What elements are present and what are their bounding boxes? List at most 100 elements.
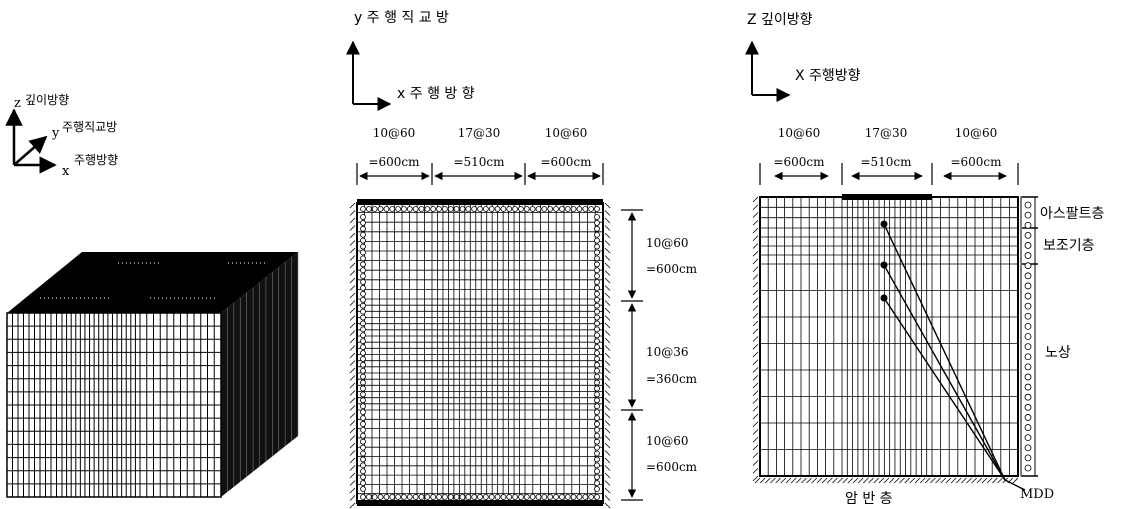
section-roller — [1024, 333, 1032, 340]
plan-roller — [594, 403, 600, 410]
plan-roller — [360, 385, 366, 392]
section-hatch-bottom — [888, 477, 895, 484]
plan-roller — [594, 273, 600, 280]
plan-roller — [594, 432, 600, 439]
plan-roller — [594, 421, 600, 427]
section-hatch — [752, 219, 759, 226]
section-roller — [1024, 464, 1032, 472]
plan-roller — [535, 206, 542, 212]
plan-hatch — [604, 225, 611, 231]
plan-hatch — [349, 322, 356, 329]
plan-roller — [559, 494, 565, 500]
plan-hatch — [604, 382, 611, 389]
plan-roller — [564, 206, 571, 212]
plan-roller — [594, 356, 600, 362]
plan-roller — [500, 206, 507, 212]
plan-hatch — [349, 330, 356, 336]
plan-roller — [360, 308, 366, 315]
plan-hatch — [349, 390, 356, 396]
plan-roller — [494, 206, 501, 212]
section-hatch — [752, 475, 759, 482]
plan-rdim-3-length: =600cm — [646, 460, 698, 474]
plan-hatch — [349, 262, 356, 269]
plan-roller — [547, 494, 554, 500]
plan-roller — [360, 379, 366, 386]
plan-hatch — [349, 457, 356, 464]
plan-hatch — [604, 322, 611, 329]
plan-roller — [594, 332, 600, 339]
section-x-label: X 주행방향 — [795, 68, 861, 84]
plan-hatch — [349, 420, 356, 426]
section-roller — [1024, 343, 1032, 351]
section-dim-2-spec: 17@30 — [865, 126, 908, 140]
plan-dim-1-spec: 10@60 — [373, 126, 416, 140]
plan-roller — [547, 206, 554, 212]
section-roller-column — [1020, 196, 1036, 477]
plan-hatch — [604, 405, 611, 411]
section-hatch — [752, 266, 759, 273]
mesh-top-face — [7, 252, 298, 313]
plan-roller — [418, 206, 425, 212]
plan-roller — [500, 494, 507, 500]
plan-hatch — [604, 427, 611, 434]
section-roller — [1024, 221, 1032, 229]
plan-roller — [436, 206, 442, 212]
plan-roller — [506, 206, 513, 212]
plan-hatch — [604, 360, 611, 366]
plan-roller — [494, 494, 501, 500]
plan-right-dimensions: 10@60 =600cm 10@36 =360cm 10@60 =600cm — [646, 236, 698, 474]
plan-hatch — [604, 367, 611, 374]
section-hatch-bottom — [811, 477, 818, 484]
plan-roller — [360, 243, 366, 250]
plan-roller — [594, 255, 600, 262]
plan-roller — [465, 494, 472, 500]
plan-roller — [594, 296, 600, 303]
mdd-anchor — [880, 294, 888, 302]
plan-roller — [360, 480, 366, 486]
plan-roller — [594, 338, 600, 345]
plan-hatch — [349, 442, 356, 449]
section-hatch-bottom — [775, 477, 781, 484]
plan-hatch — [349, 202, 356, 209]
plan-hatch — [349, 450, 356, 456]
plan-hatch — [604, 292, 611, 299]
plan-hatch — [604, 285, 611, 291]
plan-roller — [594, 350, 600, 356]
section-hatch-bottom — [770, 477, 776, 484]
plan-hatch — [604, 375, 611, 381]
plan-roller — [594, 243, 600, 250]
plan-roller — [588, 206, 595, 212]
section-roller — [1024, 414, 1032, 421]
plan-roller — [360, 409, 366, 416]
plan-roller — [401, 206, 407, 212]
plan-hatch — [349, 360, 356, 366]
section-hatch-bottom — [899, 477, 905, 484]
plan-hatch — [604, 240, 611, 246]
section-hatch — [752, 235, 759, 242]
plan-hatch — [604, 217, 611, 224]
section-hatch — [752, 289, 759, 296]
section-hatch — [752, 297, 759, 304]
plan-roller — [389, 494, 396, 500]
section-hatch — [752, 367, 759, 373]
section-hatch — [752, 243, 759, 249]
plan-roller — [541, 494, 548, 500]
section-roller — [1024, 302, 1032, 310]
plan-hatch — [604, 420, 611, 426]
plan-roller — [594, 302, 600, 309]
layer-subgrade-label: 노상 — [1045, 345, 1071, 361]
plan-hatch — [349, 285, 356, 291]
plan-roller — [594, 450, 600, 457]
section-hatch-bottom — [950, 477, 957, 484]
plan-roller — [412, 494, 419, 500]
plan-dim-3-spec: 10@60 — [545, 126, 588, 140]
section-hatch-bottom — [847, 477, 854, 484]
section-hatch-bottom — [765, 477, 771, 484]
plan-roller — [594, 326, 600, 333]
plan-roller — [594, 480, 600, 486]
section-load-strip — [842, 194, 932, 200]
plan-roller — [406, 206, 413, 212]
section-roller — [1024, 282, 1032, 290]
plan-roller — [360, 367, 366, 374]
